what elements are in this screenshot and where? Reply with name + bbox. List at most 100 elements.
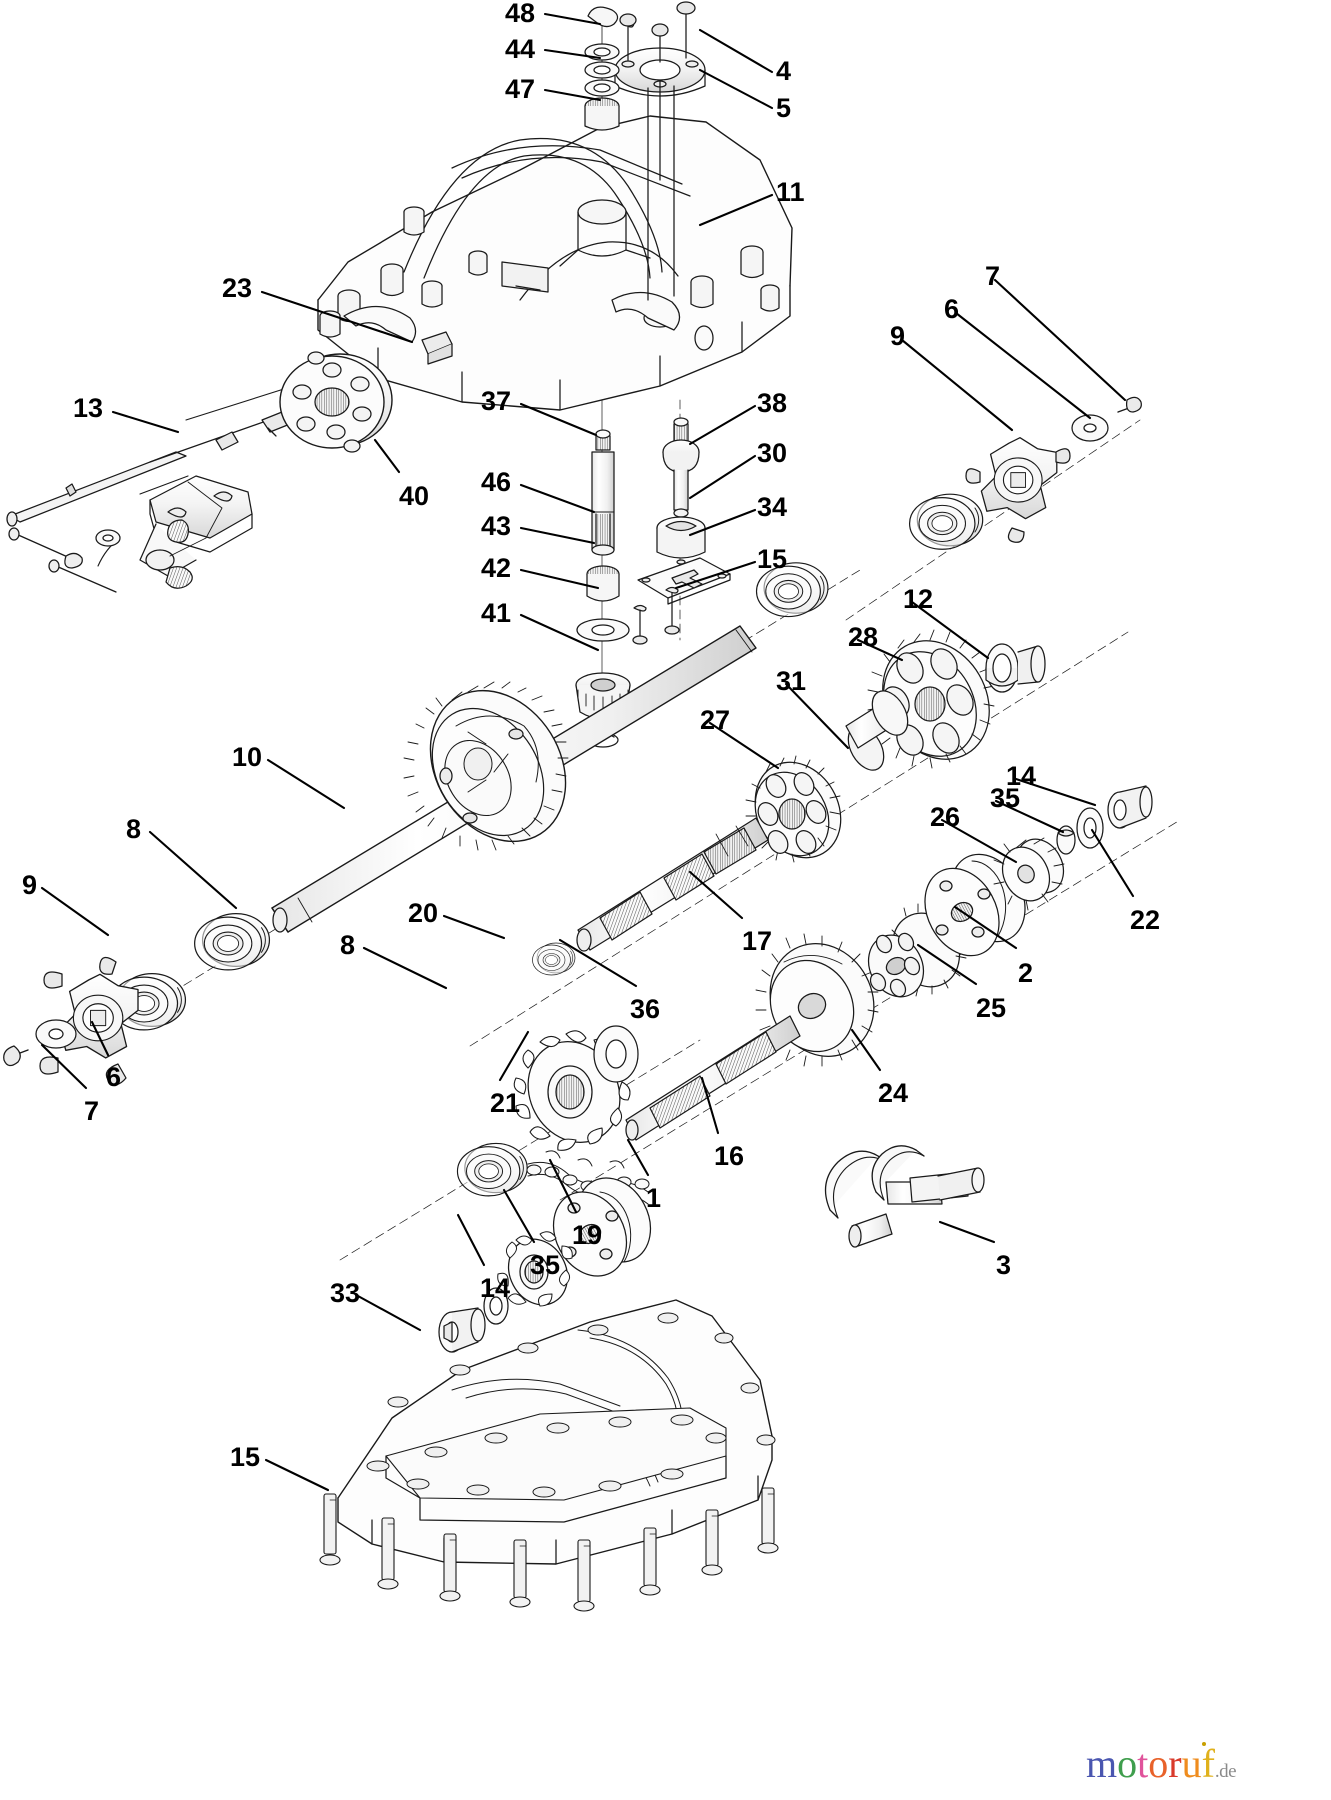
- callout-38: 38: [757, 388, 788, 418]
- leader-line-1: [626, 1138, 650, 1177]
- callout-25: 25: [976, 993, 1007, 1023]
- leader-line-34: [688, 508, 757, 537]
- leader-line-12: [910, 600, 990, 660]
- cluster-gear-part-25: [867, 903, 967, 998]
- callout-14: 14: [1006, 761, 1037, 791]
- callout-35: 35: [530, 1250, 561, 1280]
- callout-17: 17: [742, 926, 773, 956]
- leader-line-19: [548, 1158, 578, 1214]
- callout-7: 7: [985, 261, 1001, 291]
- left-hub-assembly: [3, 912, 271, 1086]
- leader-line-35: [994, 799, 1065, 834]
- coupler-part-1: [552, 1177, 652, 1277]
- callout-31: 31: [776, 666, 807, 696]
- leader-line-31: [784, 682, 850, 750]
- watermark-letter-1: o: [1117, 1741, 1138, 1786]
- callout-8: 8: [126, 814, 142, 844]
- leader-line-40: [373, 438, 401, 474]
- callout-30: 30: [757, 438, 788, 468]
- callout-46: 46: [481, 467, 512, 497]
- callout-19: 19: [572, 1220, 603, 1250]
- callout-9: 9: [22, 870, 38, 900]
- cam-seat-part-34: [656, 516, 706, 559]
- callout-40: 40: [399, 481, 430, 511]
- callout-11: 11: [776, 177, 805, 207]
- brake-shaft-stack: [632, 399, 731, 645]
- ring-gear-differential: [403, 681, 569, 851]
- callout-6: 6: [944, 294, 960, 324]
- leader-line-28: [856, 638, 904, 662]
- callout-16: 16: [714, 1141, 745, 1171]
- leader-line-37: [519, 402, 598, 437]
- leader-line-21: [498, 1030, 530, 1082]
- bushing-part-14-left: [438, 1307, 486, 1353]
- callout-35: 35: [990, 783, 1021, 813]
- sleeve-part-31: [845, 690, 909, 771]
- shift-linkage-part-13: [6, 381, 321, 593]
- leader-line-41: [519, 613, 600, 652]
- bushing-part-14-right: [1107, 785, 1153, 829]
- leader-line-11: [698, 193, 774, 227]
- leader-line-24: [850, 1028, 882, 1072]
- mount-plate-part-15: [637, 557, 731, 605]
- callout-20: 20: [408, 898, 439, 928]
- leader-line-33: [356, 1294, 422, 1332]
- callout-42: 42: [481, 553, 512, 583]
- leader-line-23: [260, 290, 414, 344]
- leader-line-30: [688, 454, 757, 500]
- leader-line-8: [148, 830, 238, 910]
- leader-line-22: [1090, 828, 1135, 898]
- leader-line-25: [916, 943, 978, 986]
- callout-23: 23: [222, 273, 253, 303]
- callout-27: 27: [700, 705, 731, 735]
- watermark-letter-4: r: [1168, 1741, 1182, 1786]
- watermark-letter-5: u: [1181, 1741, 1202, 1786]
- leader-line-2: [953, 905, 1018, 950]
- gear-part-27: [745, 755, 842, 863]
- leader-line-43: [519, 526, 596, 545]
- site-watermark: motoruf.de: [1086, 1741, 1237, 1786]
- leader-line-7: [993, 278, 1127, 402]
- callout-44: 44: [505, 34, 536, 64]
- leader-line-16: [700, 1076, 720, 1135]
- watermark-letter-6: f: [1201, 1741, 1215, 1786]
- leader-line-10: [266, 758, 346, 810]
- leader-line-35: [502, 1188, 536, 1244]
- callout-13: 13: [73, 393, 104, 423]
- watermark-letter-2: t: [1137, 1741, 1149, 1786]
- watermark-letter-0: m: [1086, 1741, 1118, 1786]
- leader-line-13: [111, 410, 180, 434]
- leader-line-47: [543, 88, 602, 102]
- leader-line-38: [688, 404, 757, 446]
- callout-3: 3: [996, 1250, 1012, 1280]
- shift-fork-part-3: [824, 1145, 985, 1248]
- top-shaft-stack: [584, 6, 620, 131]
- splined-shaft-part-16: [625, 1015, 801, 1141]
- callout-41: 41: [481, 598, 512, 628]
- leader-line-44: [543, 48, 602, 60]
- leader-line-15: [264, 1458, 330, 1492]
- leader-line-46: [519, 483, 596, 514]
- callout-7: 7: [84, 1096, 100, 1126]
- input-shaft-assembly: [532, 785, 1181, 1201]
- watermark-suffix: .de: [1214, 1761, 1237, 1782]
- callout-43: 43: [481, 511, 512, 541]
- leader-line-17: [688, 870, 744, 920]
- leader-line-14: [1014, 777, 1097, 807]
- callout-22: 22: [1130, 905, 1161, 935]
- leader-line-42: [519, 568, 600, 590]
- leader-line-14: [456, 1213, 486, 1267]
- callout-28: 28: [848, 622, 879, 652]
- callout-36: 36: [630, 994, 661, 1024]
- leader-line-48: [543, 12, 602, 26]
- callout-48: 48: [505, 0, 536, 28]
- leader-line-26: [940, 818, 1018, 864]
- callout-37: 37: [481, 386, 512, 416]
- axle-assembly: [159, 569, 861, 1001]
- callout-5: 5: [776, 93, 792, 123]
- callout-24: 24: [878, 1078, 909, 1108]
- leader-line-6: [954, 311, 1092, 420]
- watermark-letter-3: o: [1148, 1741, 1169, 1786]
- leader-line-3: [938, 1220, 996, 1244]
- leader-line-27: [708, 721, 780, 770]
